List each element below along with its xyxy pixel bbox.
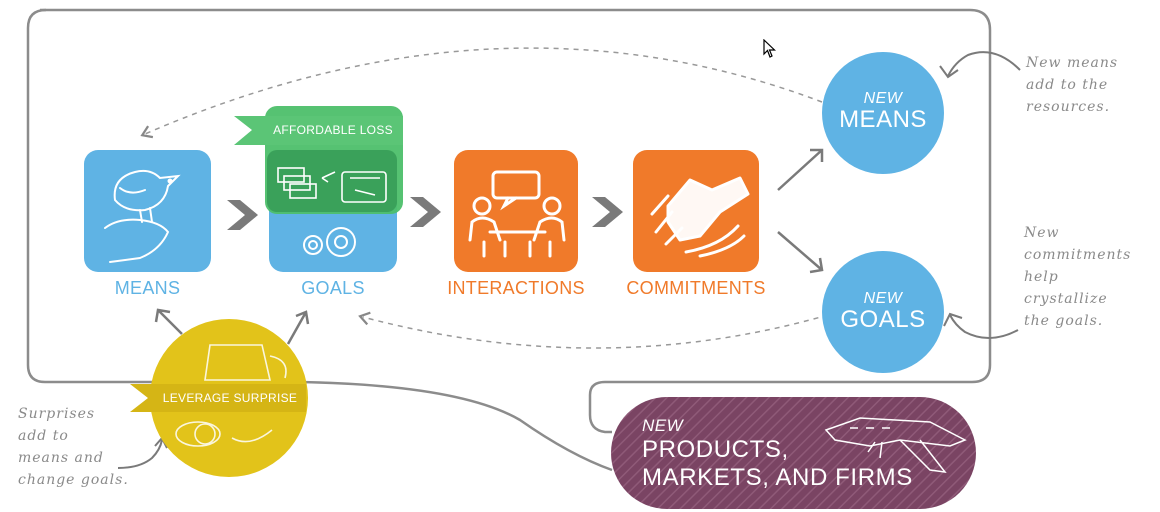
new-means-text: NEW MEANS — [822, 90, 944, 132]
chevron-arrow-3 — [592, 197, 623, 227]
new-products-pill — [611, 397, 976, 509]
means-label: MEANS — [114, 278, 181, 298]
new-goals-text: NEW GOALS — [822, 290, 944, 332]
new-goals-circle — [822, 251, 944, 373]
new-products-line3: MARKETS, AND FIRMS — [642, 464, 913, 491]
gears-icon — [303, 227, 356, 257]
arrow-surprise-to-goals — [286, 310, 310, 345]
goals-label: GOALS — [301, 278, 365, 298]
new-goals-line1: NEW — [863, 290, 903, 307]
new-means-line2: MEANS — [839, 106, 927, 133]
chevron-arrow-2 — [410, 197, 441, 227]
commitments-tile — [633, 150, 759, 272]
means-tile — [84, 150, 211, 272]
commitments-label: COMMITMENTS — [626, 278, 766, 298]
meeting-people-icon — [468, 170, 566, 258]
new-means-line1: NEW — [863, 90, 903, 107]
new-goals-line2: GOALS — [840, 306, 926, 333]
process-frame-left — [26, 8, 300, 384]
bird-hand-icon — [104, 169, 181, 263]
new-products-line1: NEW — [642, 416, 684, 435]
interactions-tile — [454, 150, 578, 272]
leverage-surprise-badge — [130, 319, 308, 477]
arrow-to-new-goals — [777, 231, 824, 274]
arrow-surprise-to-means — [154, 308, 183, 335]
arrow-to-new-means — [777, 148, 824, 191]
interactions-label: INTERACTIONS — [447, 278, 585, 298]
note-commitments-arrow — [943, 312, 1019, 339]
new-means-circle — [822, 52, 944, 174]
mouse-cursor-icon — [763, 39, 776, 58]
chevron-arrow-1 — [227, 200, 258, 230]
surprise-to-products-line — [299, 380, 613, 472]
note-means-arrow — [939, 51, 1021, 79]
airplane-icon — [824, 417, 967, 473]
affordable-loss-panel — [234, 106, 403, 214]
note-surprises: Surprises add to means and change goals. — [18, 406, 129, 488]
new-products-line2: PRODUCTS, — [642, 436, 789, 463]
leverage-surprise-label: LEVERAGE SURPRISE — [162, 391, 298, 405]
new-products-text: NEW PRODUCTS, MARKETS, AND FIRMS — [642, 416, 962, 492]
note-new-commitments: New commitments help crystallize the goa… — [1024, 225, 1132, 329]
new-goals-feedback-arrow — [358, 311, 829, 349]
note-new-means: New means add to the resources. — [1026, 55, 1119, 115]
handshake-icon — [650, 176, 750, 258]
process-frame — [40, 8, 992, 434]
affordable-loss-label: AFFORDABLE LOSS — [273, 123, 393, 137]
lemonade-pitcher-icon — [175, 344, 287, 447]
money-wallet-icon — [277, 167, 387, 203]
